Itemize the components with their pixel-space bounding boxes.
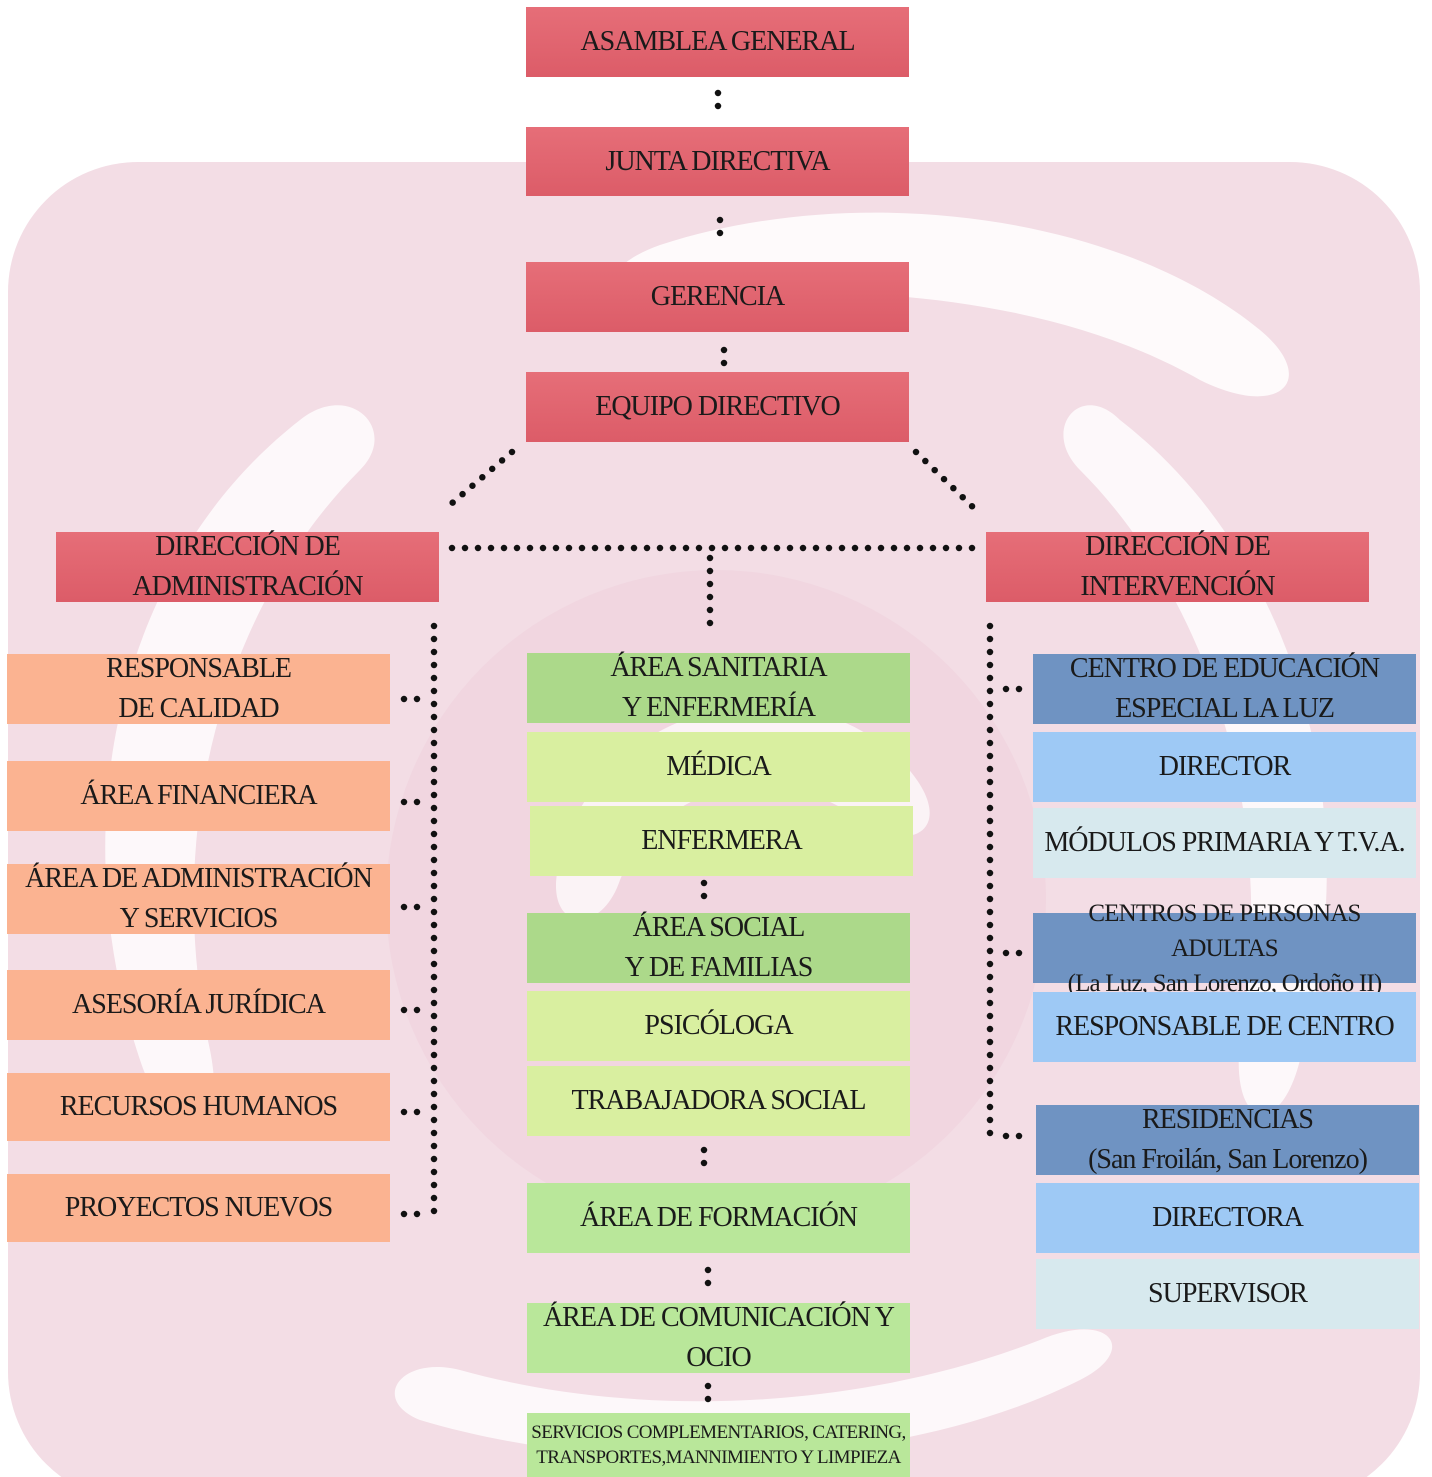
recursos-humanos-label: RECURSOS HUMANOS [59,1091,338,1122]
area-comunicacion-box: ÁREA DE COMUNICACIÓN Y OCIO [527,1302,910,1373]
area-sanitaria-line2: Y ENFERMERÍA [621,692,816,723]
proyectos-nuevos-box: PROYECTOS NUEVOS [7,1174,390,1242]
residencias-line1: RESIDENCIAS [1141,1104,1314,1135]
gerencia-box: GERENCIA [526,262,909,332]
direccion-administracion-line1: DIRECCIÓN DE [155,531,341,562]
centros-adultas-line1: CENTROS DE PERSONAS ADULTAS [1088,899,1361,962]
area-administracion-servicios-line1: ÁREA DE ADMINISTRACIÓN [25,863,373,894]
area-social-box: ÁREA SOCIAL Y DE FAMILIAS [527,912,910,983]
centro-educacion-line2: ESPECIAL LA LUZ [1115,693,1335,724]
junta-directiva-box: JUNTA DIRECTIVA [526,127,909,196]
servicios-complementarios-box: SERVICIOS COMPLEMENTARIOS, CATERING, TRA… [527,1413,910,1477]
enfermera-label: ENFERMERA [641,825,803,856]
asesoria-juridica-box: ASESORÍA JURÍDICA [7,970,390,1040]
area-formacion-label: ÁREA DE FORMACIÓN [579,1202,858,1233]
equipo-directivo-box: EQUIPO DIRECTIVO [526,372,909,442]
servicios-complementarios-line1: SERVICIOS COMPLEMENTARIOS, CATERING, [531,1422,906,1443]
proyectos-nuevos-label: PROYECTOS NUEVOS [64,1192,333,1223]
responsable-calidad-line1: RESPONSABLE [105,653,292,684]
recursos-humanos-box: RECURSOS HUMANOS [7,1073,390,1141]
trabajadora-social-box: TRABAJADORA SOCIAL [527,1066,910,1136]
trabajadora-social-label: TRABAJADORA SOCIAL [571,1085,867,1116]
medica-box: MÉDICA [527,732,910,802]
asamblea-general-box: ASAMBLEA GENERAL [526,7,909,77]
area-social-line2: Y DE FAMILIAS [624,952,814,983]
director-label: DIRECTOR [1158,751,1291,782]
asesoria-juridica-label: ASESORÍA JURÍDICA [72,989,326,1020]
area-social-line1: ÁREA SOCIAL [632,912,806,943]
centro-educacion-box: CENTRO DE EDUCACIÓN ESPECIAL LA LUZ [1033,653,1416,724]
responsable-centro-box: RESPONSABLE DE CENTRO [1033,992,1416,1062]
junta-directiva-label: JUNTA DIRECTIVA [605,145,830,177]
direccion-intervencion-line1: DIRECCIÓN DE [1085,531,1271,562]
area-financiera-box: ÁREA FINANCIERA [7,761,390,831]
equipo-directivo-label: EQUIPO DIRECTIVO [595,391,841,422]
area-financiera-label: ÁREA FINANCIERA [80,780,317,811]
centro-educacion-line1: CENTRO DE EDUCACIÓN [1069,653,1380,684]
area-sanitaria-line1: ÁREA SANITARIA [610,652,827,683]
directora-box: DIRECTORA [1036,1183,1419,1253]
area-comunicacion-line1: ÁREA DE COMUNICACIÓN Y [542,1302,895,1333]
direccion-administracion-box: DIRECCIÓN DE ADMINISTRACIÓN [56,531,439,602]
modulos-label: MÓDULOS PRIMARIA Y T.V.A. [1044,827,1405,858]
direccion-intervencion-box: DIRECCIÓN DE INTERVENCIÓN [986,531,1369,602]
director-box: DIRECTOR [1033,732,1416,802]
responsable-calidad-line2: DE CALIDAD [118,693,279,724]
area-formacion-box: ÁREA DE FORMACIÓN [527,1183,910,1253]
direccion-administracion-line2: ADMINISTRACIÓN [132,571,363,602]
directora-label: DIRECTORA [1152,1202,1304,1233]
asamblea-general-label: ASAMBLEA GENERAL [580,26,855,57]
centros-adultas-box: CENTROS DE PERSONAS ADULTAS (La Luz, San… [1033,900,1416,997]
psicologa-box: PSICÓLOGA [527,991,910,1061]
residencias-box: RESIDENCIAS (San Froilán, San Lorenzo) [1036,1104,1419,1175]
supervisor-label: SUPERVISOR [1148,1278,1308,1309]
area-administracion-servicios-box: ÁREA DE ADMINISTRACIÓN Y SERVICIOS [7,863,390,934]
medica-label: MÉDICA [666,751,771,782]
responsable-centro-label: RESPONSABLE DE CENTRO [1055,1011,1394,1042]
area-sanitaria-box: ÁREA SANITARIA Y ENFERMERÍA [527,652,910,723]
servicios-complementarios-line2: TRANSPORTES,MANNIMIENTO Y LIMPIEZA [536,1447,901,1468]
residencias-line2: (San Froilán, San Lorenzo) [1088,1144,1368,1175]
responsable-calidad-box: RESPONSABLE DE CALIDAD [7,653,390,724]
enfermera-box: ENFERMERA [530,806,913,876]
psicologa-label: PSICÓLOGA [644,1010,793,1041]
area-comunicacion-line2: OCIO [686,1342,751,1373]
direccion-intervencion-line2: INTERVENCIÓN [1080,571,1275,602]
supervisor-box: SUPERVISOR [1036,1259,1419,1329]
area-administracion-servicios-line2: Y SERVICIOS [119,903,279,934]
gerencia-label: GERENCIA [650,281,786,312]
modulos-box: MÓDULOS PRIMARIA Y T.V.A. [1033,808,1416,878]
